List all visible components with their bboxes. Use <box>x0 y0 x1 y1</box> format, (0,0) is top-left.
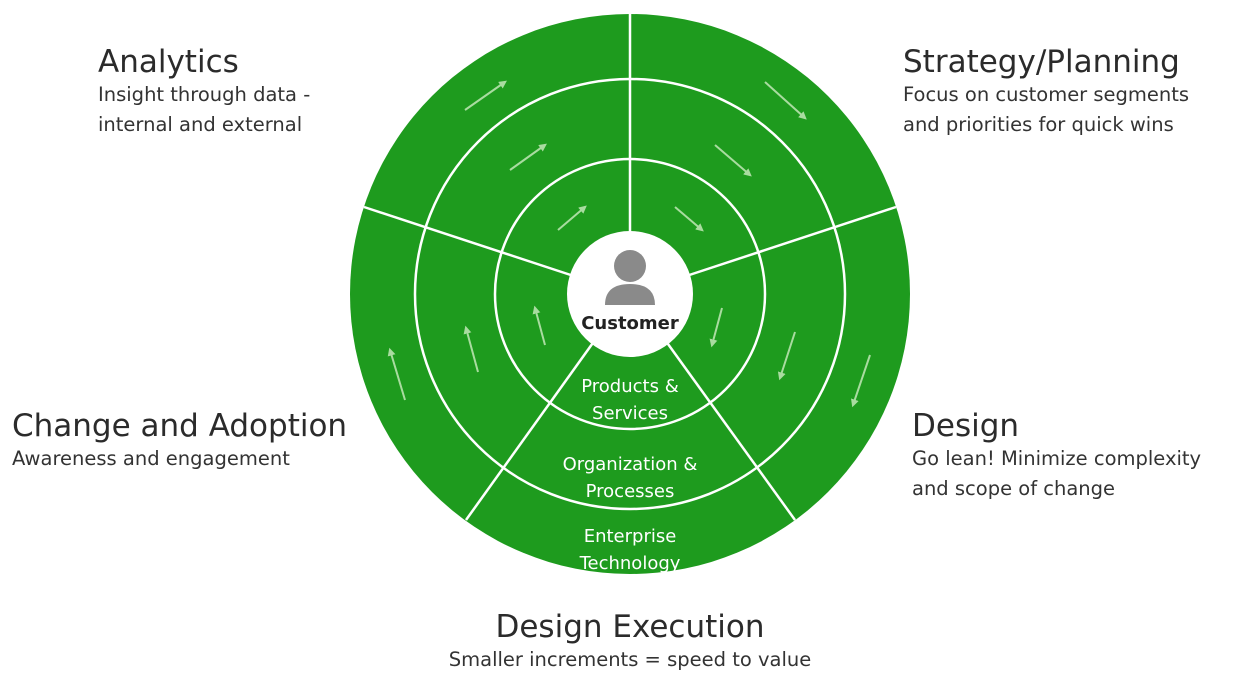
ring-outer-label-line2: Technology <box>579 553 681 574</box>
phase-execution-title: Design Execution <box>495 609 765 645</box>
arrow-icon <box>387 347 406 401</box>
phase-strategy-title: Strategy/Planning <box>903 44 1180 80</box>
arrow-icon <box>464 80 507 111</box>
arrow-icon <box>509 143 547 171</box>
spoke-lower-right <box>653 325 797 521</box>
arrow-icon <box>674 206 704 232</box>
person-icon <box>605 250 655 305</box>
phase-strategy-desc: Focus on customer segments and prioritie… <box>903 83 1190 136</box>
phase-analytics-desc: Insight through data - internal and exte… <box>98 83 311 136</box>
arrow-icon <box>777 331 796 381</box>
ring-middle-label-line1: Organization & <box>563 454 698 475</box>
arrow-icon <box>851 354 871 408</box>
arrow-icon <box>532 305 546 346</box>
phase-change: Change and Adoption Awareness and engage… <box>12 408 347 474</box>
phase-change-title: Change and Adoption <box>12 408 348 444</box>
ring-inner-label-line1: Products & <box>581 376 678 397</box>
phase-design: Design Go lean! Minimize complexity and … <box>912 408 1201 504</box>
phase-execution-desc: Smaller increments = speed to value <box>448 648 812 671</box>
phase-strategy: Strategy/Planning Focus on customer segm… <box>903 44 1189 140</box>
arrow-icon <box>463 325 479 373</box>
arrow-icon <box>714 144 752 177</box>
customer-label: Customer <box>581 313 679 334</box>
phase-change-desc: Awareness and engagement <box>12 447 290 470</box>
phase-design-title: Design <box>912 408 1020 444</box>
phase-analytics-title: Analytics <box>98 44 239 80</box>
spoke-upper-left <box>363 205 593 284</box>
ring-outer-label-line1: Enterprise <box>584 526 677 547</box>
flow-arrows <box>387 80 871 408</box>
arrow-icon <box>709 307 723 348</box>
spoke-upper-right <box>667 205 897 284</box>
phase-design-desc: Go lean! Minimize complexity and scope o… <box>912 447 1202 500</box>
ring-middle-label-line2: Processes <box>586 481 675 502</box>
ring-inner-label-line2: Services <box>592 403 668 424</box>
phase-execution: Design Execution Smaller increments = sp… <box>380 609 880 675</box>
phase-analytics: Analytics Insight through data - interna… <box>98 44 310 140</box>
spoke-lower-left <box>464 325 607 521</box>
arrow-icon <box>764 81 807 120</box>
arrow-icon <box>557 205 587 231</box>
